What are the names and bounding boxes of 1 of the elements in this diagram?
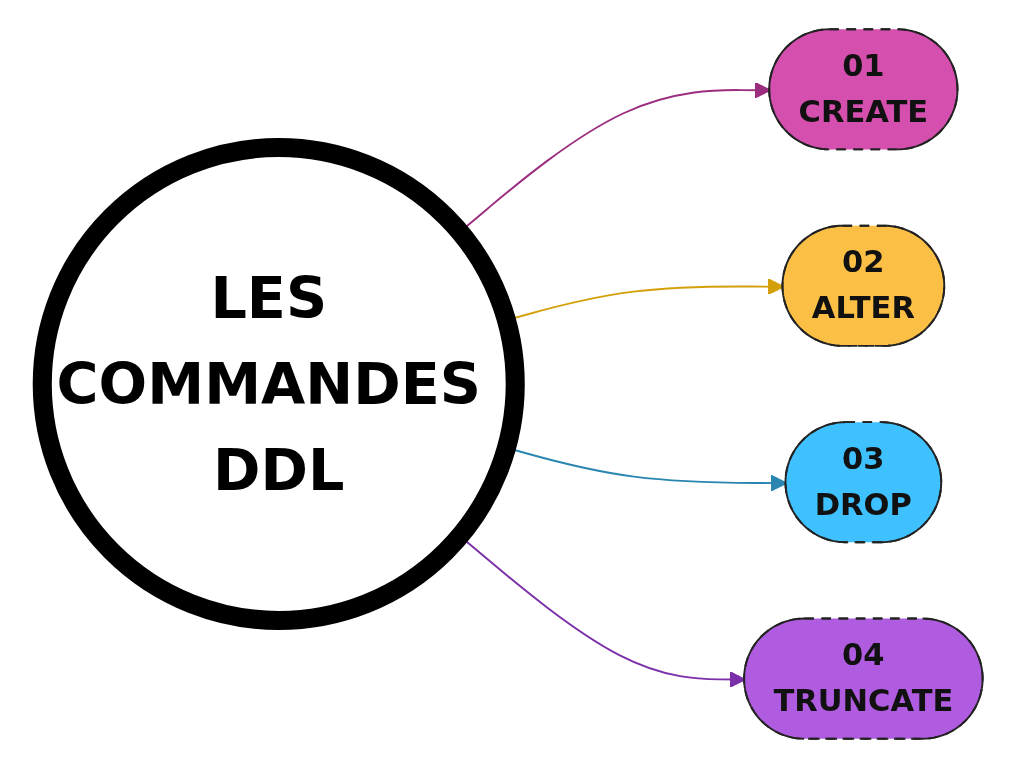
node-circle: LES COMMANDES DDL	[32, 137, 525, 630]
